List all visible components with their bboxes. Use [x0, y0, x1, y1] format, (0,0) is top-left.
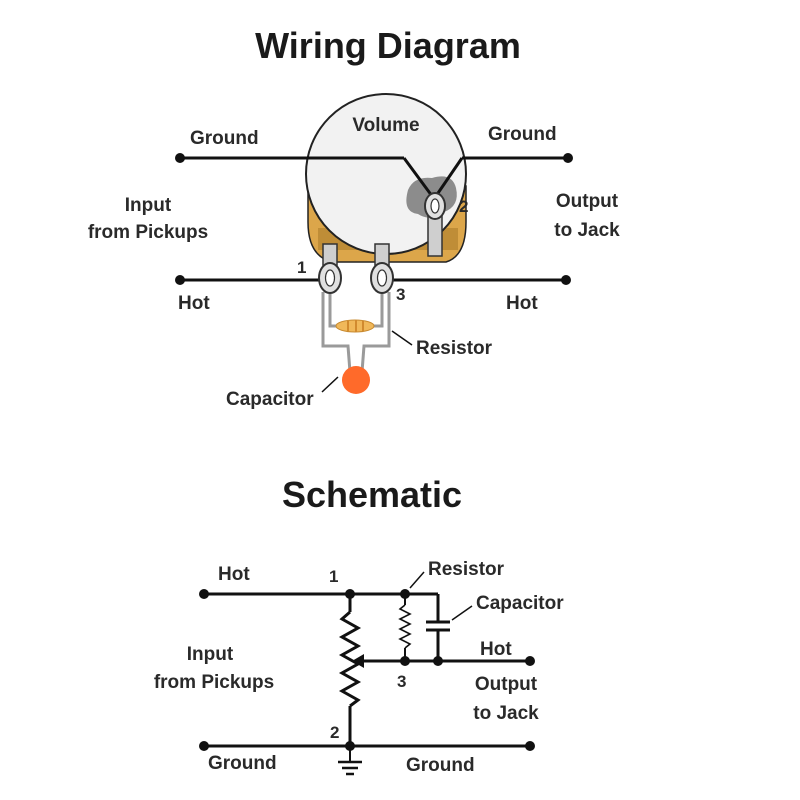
schematic-ground-right-terminal — [525, 741, 535, 751]
hot-right-label: Hot — [506, 293, 538, 314]
pot-resistance-zigzag — [338, 610, 362, 708]
ground-right-label: Ground — [488, 124, 557, 145]
hot-right-terminal — [561, 275, 571, 285]
schematic-capacitor-pointer — [451, 605, 473, 621]
schematic-output-label-line2: to Jack — [473, 703, 539, 724]
volume-label: Volume — [352, 115, 419, 136]
input-label-line2: from Pickups — [88, 222, 208, 243]
junction-resistor-top — [400, 589, 410, 599]
capacitor-lead-right — [360, 292, 391, 373]
resistor-leads — [328, 292, 384, 328]
ground-right-terminal — [563, 153, 573, 163]
schematic-ground-left-label: Ground — [208, 753, 277, 774]
schematic-ground-right-label: Ground — [406, 755, 475, 776]
junction-capacitor-bottom — [433, 656, 443, 666]
schematic: Schematic — [154, 474, 564, 776]
schematic-resistor-label: Resistor — [428, 559, 505, 580]
schematic-input-label-line1: Input — [187, 644, 234, 665]
input-label-line1: Input — [125, 195, 172, 216]
small-resistor-zigzag — [398, 604, 412, 649]
schematic-hot-left-label: Hot — [218, 564, 250, 585]
capacitor-body — [342, 366, 370, 394]
wiper-arrow — [352, 654, 364, 668]
schematic-hot-input-terminal — [199, 589, 209, 599]
lug-1-label: 1 — [297, 258, 306, 277]
schematic-node-1-label: 1 — [329, 567, 338, 586]
schematic-capacitor-label: Capacitor — [476, 593, 564, 614]
lug-1-hole — [324, 269, 336, 287]
schematic-node-3-label: 3 — [397, 672, 406, 691]
schematic-output-label-line1: Output — [475, 674, 538, 695]
schematic-hot-right-label: Hot — [480, 639, 512, 660]
junction-node-1 — [345, 589, 355, 599]
schematic-node-2-label: 2 — [330, 723, 339, 742]
ground-left-terminal — [175, 153, 185, 163]
lug-3-label: 3 — [396, 285, 405, 304]
wiring-diagram: Wiring Diagram Volume — [88, 25, 620, 410]
schematic-title: Schematic — [282, 474, 462, 515]
hot-left-terminal — [175, 275, 185, 285]
lug-2-hole — [430, 198, 440, 214]
schematic-ground-left-terminal — [199, 741, 209, 751]
capacitor-lead-left — [321, 292, 352, 373]
schematic-hot-output-terminal — [525, 656, 535, 666]
schematic-input-label-line2: from Pickups — [154, 672, 274, 693]
ground-left-label: Ground — [190, 128, 259, 149]
resistor-label: Resistor — [416, 338, 493, 359]
ground-wire-left-drop — [402, 157, 434, 197]
lug-2-label: 2 — [459, 197, 468, 216]
output-label-line2: to Jack — [554, 220, 620, 241]
wiring-diagram-title: Wiring Diagram — [255, 25, 521, 66]
ground-wire-right-drop — [434, 157, 464, 197]
junction-node-3 — [400, 656, 410, 666]
resistor-pointer — [391, 330, 413, 346]
hot-left-label: Hot — [178, 293, 210, 314]
capacitor-pointer — [321, 376, 339, 393]
schematic-resistor-pointer — [409, 571, 425, 589]
capacitor-label: Capacitor — [226, 389, 314, 410]
output-label-line1: Output — [556, 191, 619, 212]
lug-3-hole — [376, 269, 388, 287]
ground-symbol-icon — [338, 746, 362, 776]
